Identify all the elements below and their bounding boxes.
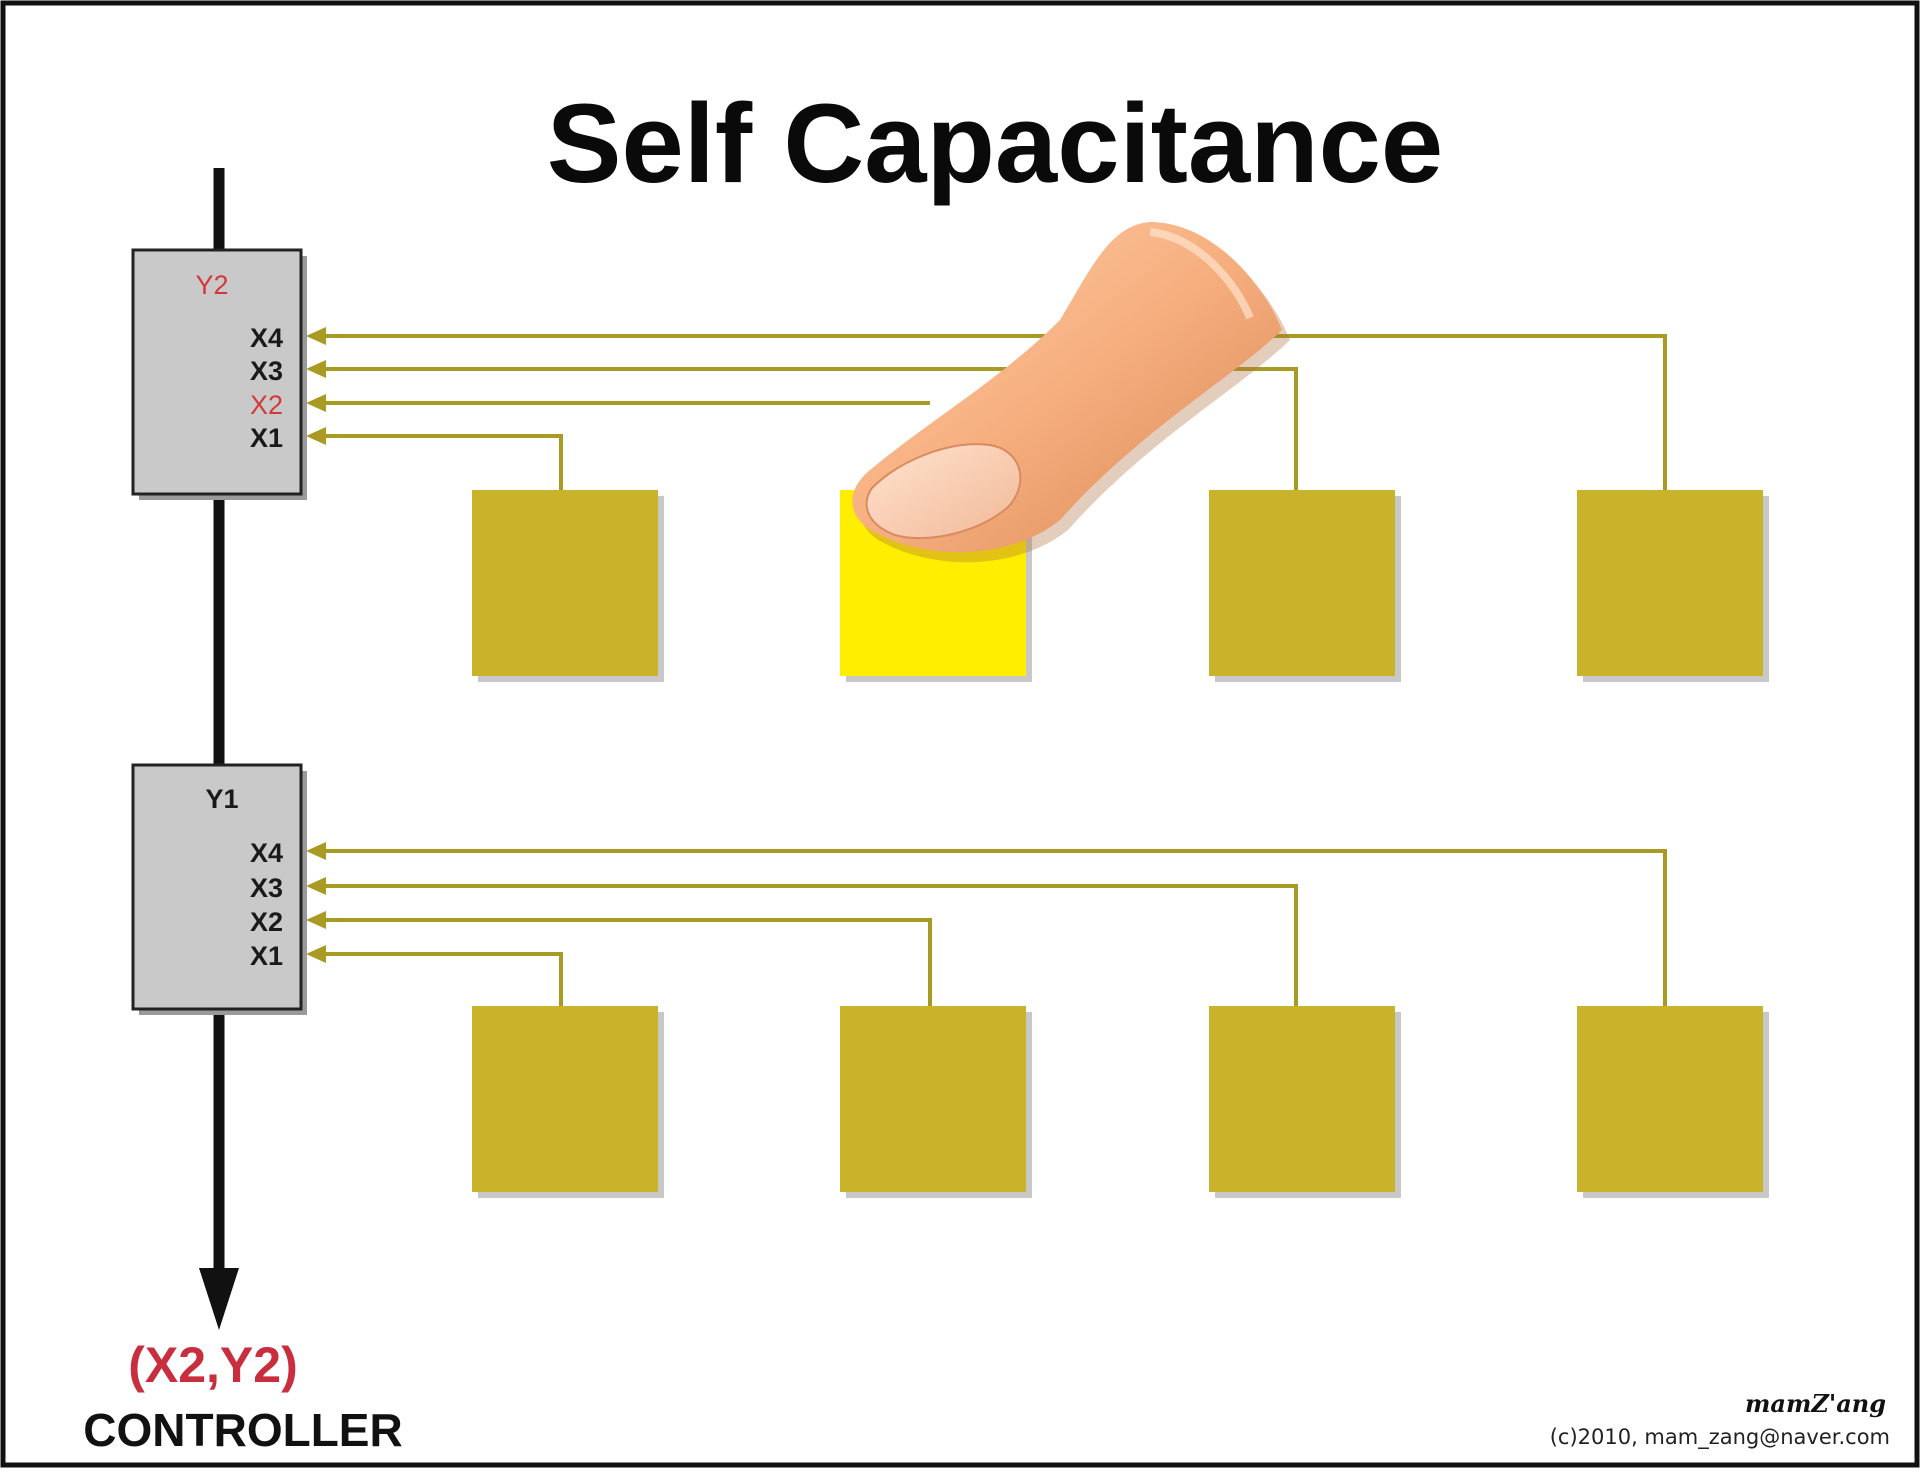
line-label-x1: X1 [250, 941, 283, 971]
controller-bus [199, 168, 239, 1330]
lower-wires [306, 842, 1667, 1006]
controller-box-y2: Y2 X4 X3 X2 X1 [131, 248, 307, 500]
line-label-x3: X3 [250, 873, 283, 903]
line-label-x2: X2 [250, 907, 283, 937]
line-label-x4: X4 [250, 838, 283, 868]
arrow-down-icon [199, 1268, 239, 1330]
line-label-x3: X3 [250, 356, 283, 386]
line-label-x2-active: X2 [250, 390, 283, 420]
finger-icon [852, 222, 1290, 563]
pad-y1-x4 [1577, 1006, 1763, 1192]
pad-y2-x3 [1209, 490, 1395, 676]
author-signature: mamZ'ang [1745, 1389, 1886, 1418]
controller-box-y1: Y1 X4 X3 X2 X1 [131, 763, 307, 1015]
result-coordinate-label: (X2,Y2) [128, 1337, 298, 1393]
row-label-y2: Y2 [195, 270, 228, 300]
lower-pads [472, 1006, 1769, 1198]
diagram-title: Self Capacitance [547, 81, 1443, 206]
controller-label: CONTROLLER [83, 1404, 402, 1456]
pad-y2-x4 [1577, 490, 1763, 676]
pad-y2-x1 [472, 490, 658, 676]
copyright-text: (c)2010, mam_zang@naver.com [1550, 1425, 1890, 1450]
pad-y1-x3 [1209, 1006, 1395, 1192]
upper-wires [306, 327, 1667, 490]
line-label-x4: X4 [250, 323, 283, 353]
pad-y1-x2 [840, 1006, 1026, 1192]
upper-pads [472, 490, 1769, 682]
line-label-x1: X1 [250, 423, 283, 453]
pad-y1-x1 [472, 1006, 658, 1192]
row-label-y1: Y1 [205, 784, 238, 814]
